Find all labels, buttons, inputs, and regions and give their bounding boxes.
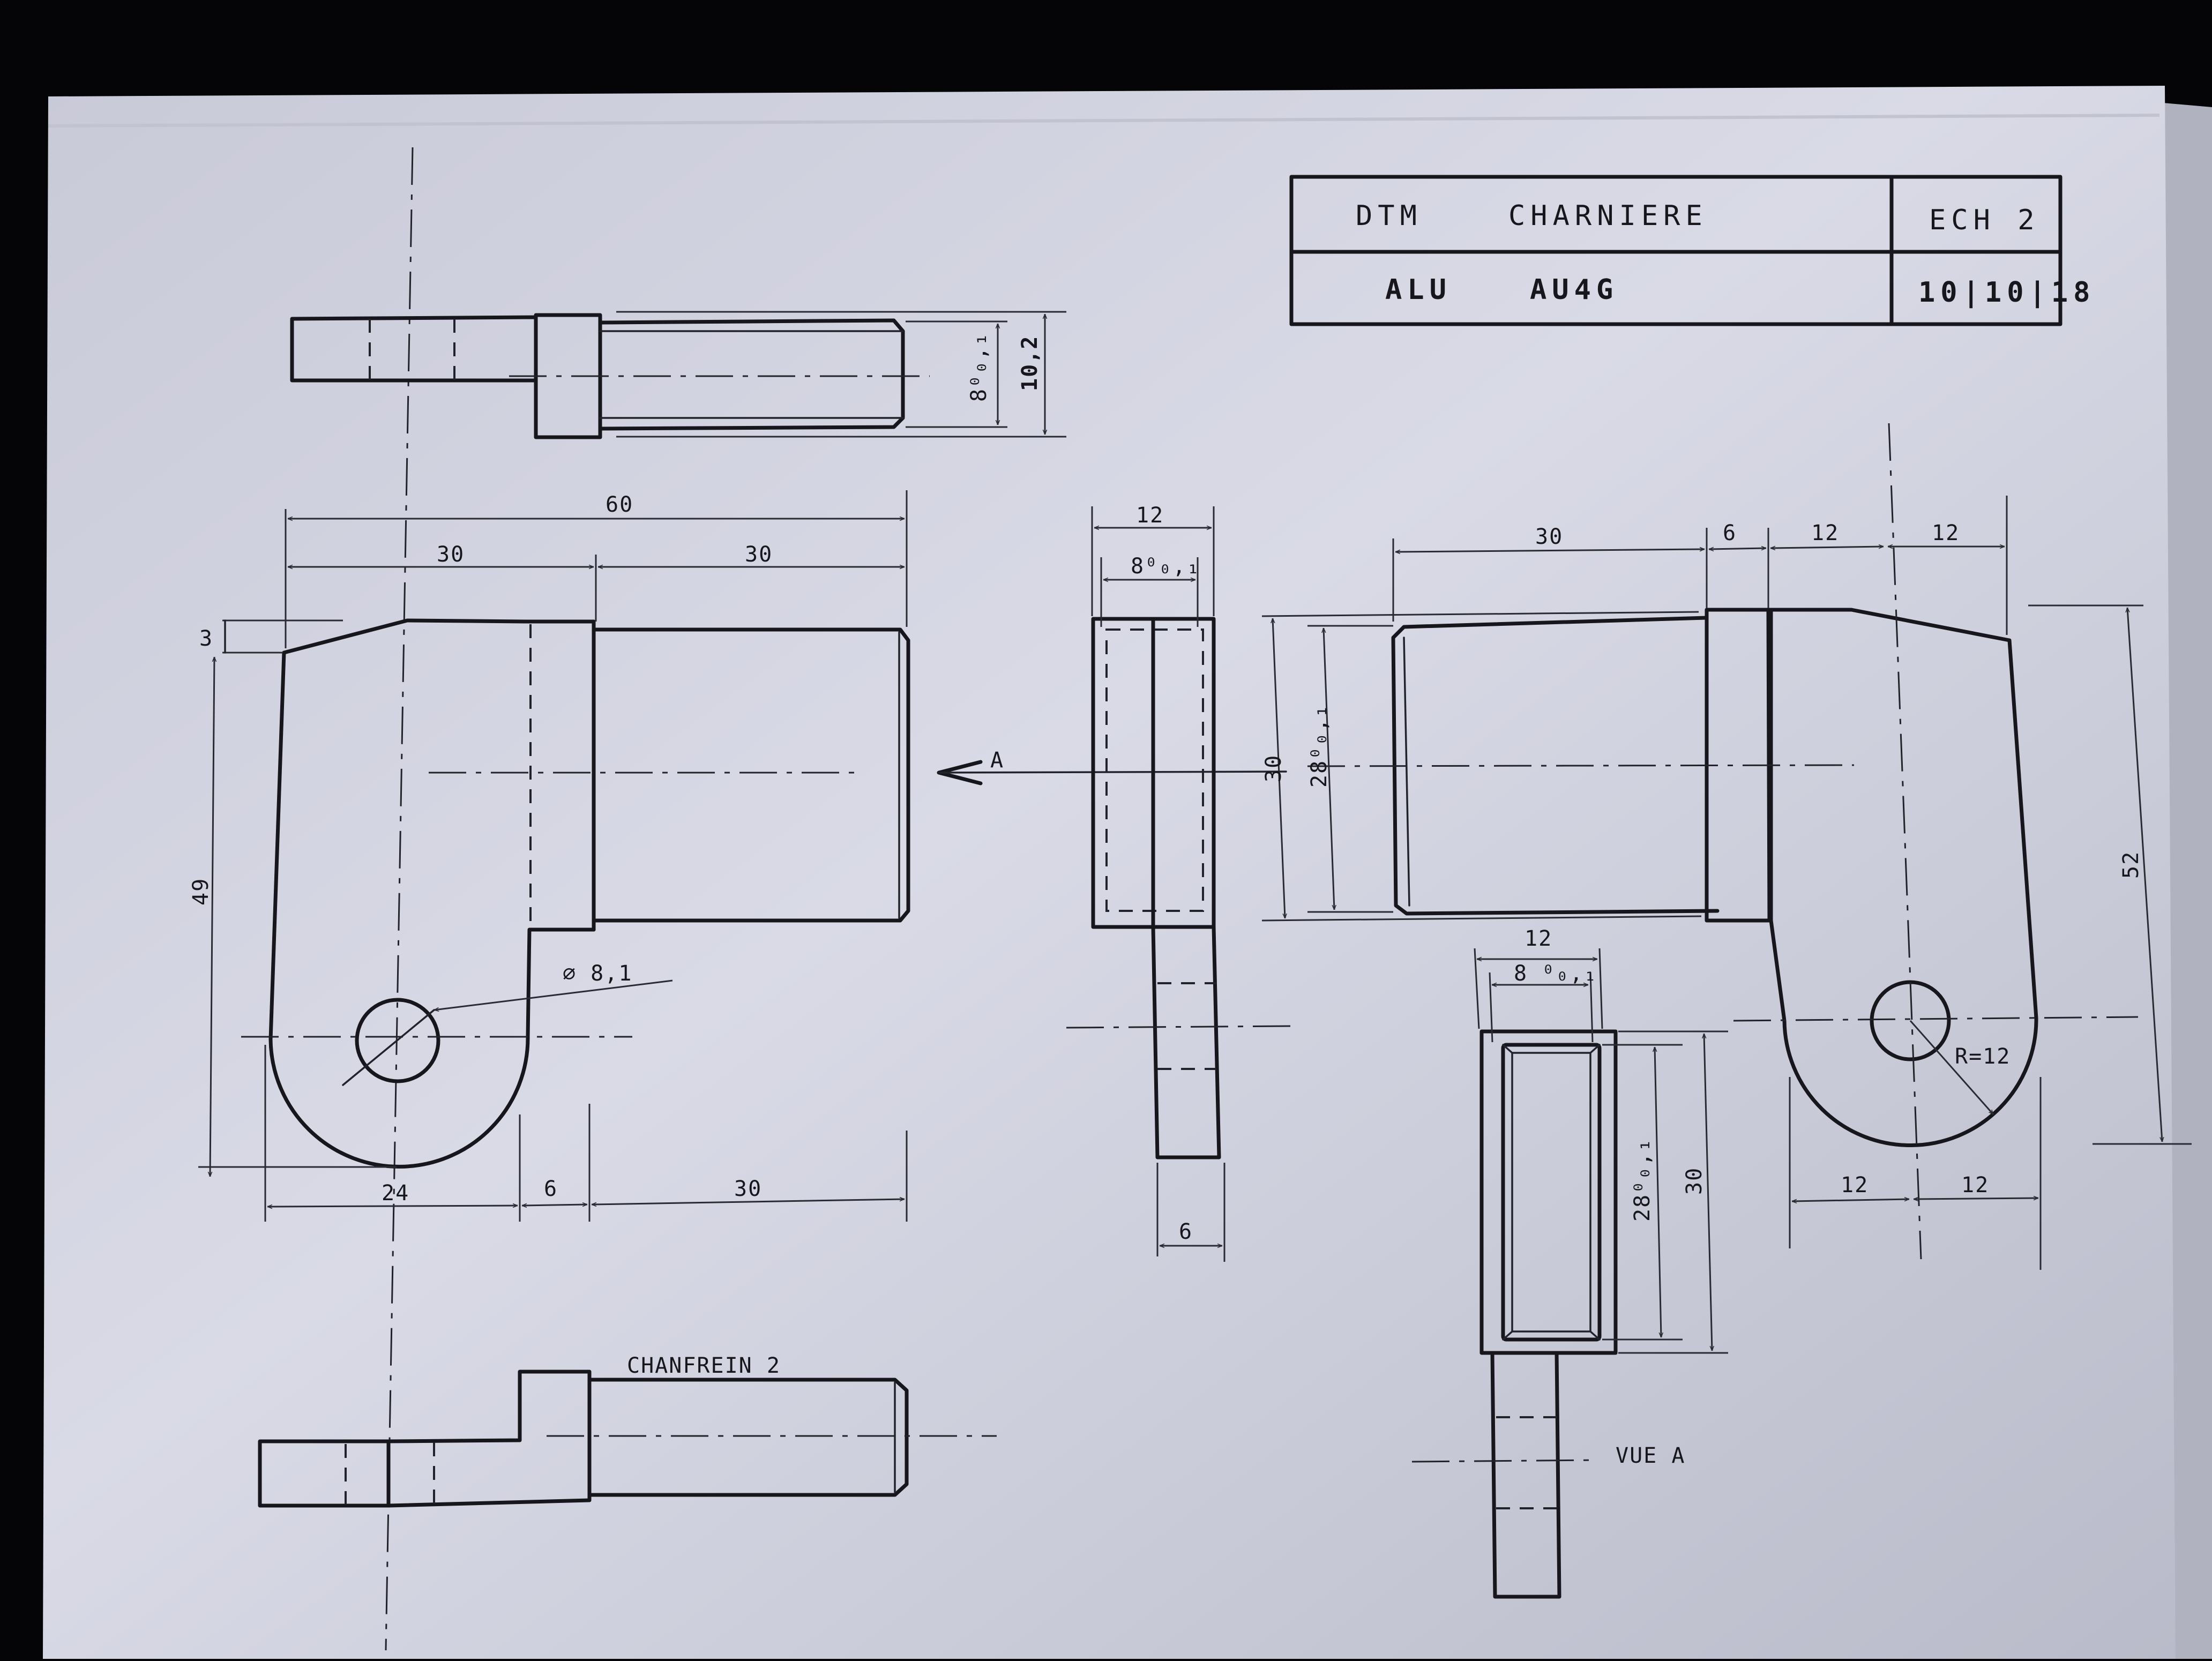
dim-right-12-top-a: 12 [1811, 521, 1839, 545]
dim-front-30-right: 30 [745, 542, 773, 567]
dim-vue-a-28: 28⁰₀,₁ [1630, 1138, 1655, 1222]
dim-right-radius: R=12 [1955, 1044, 2011, 1069]
bottom-view: CHANFREIN 2 [258, 1353, 997, 1508]
dim-vue-a-12: 12 [1525, 926, 1552, 951]
dim-right-6-top: 6 [1723, 521, 1737, 545]
title-block-scale: ECH 2 [1929, 204, 2040, 236]
front-view-hole [355, 998, 440, 1083]
view-a: 12 8 ⁰₀,₁ 28⁰₀,₁ 30 VUE A [1411, 926, 1728, 1599]
paper-sheet [43, 86, 2176, 1659]
dim-right-28-height: 28⁰₀,₁ [1307, 704, 1332, 788]
side-view: 12 8⁰₀,₁ 6 [1066, 503, 1292, 1262]
dim-side-8: 8⁰₀,₁ [1131, 554, 1200, 579]
view-a-caption: VUE A [1616, 1443, 1685, 1468]
title-block: DTM CHARNIERE ECH 2 ALU AU4G 10|10|18 [1289, 175, 2095, 326]
title-block-date: 10|10|18 [1918, 276, 2095, 309]
dim-top-view-8: 8⁰₀,₁ [967, 332, 991, 402]
dim-right-30-height: 30 [1261, 754, 1286, 782]
dim-right-30-top: 30 [1535, 525, 1563, 549]
dim-right-12-bottom-a: 12 [1841, 1173, 1869, 1198]
dim-front-30-bottom: 30 [734, 1177, 762, 1201]
title-block-material: AU4G [1530, 274, 1618, 306]
main-vertical-centerline [385, 147, 414, 1651]
front-view: 60 30 30 3 49 ⌀ 8,1 24 6 30 A [189, 490, 1287, 1222]
dim-front-49: 49 [189, 878, 213, 906]
dim-top-view-10-2: 10,2 [1018, 335, 1042, 391]
right-view-hole [1870, 980, 1951, 1061]
right-view: 30 6 12 12 30 28⁰₀,₁ 52 R=12 12 12 [1261, 423, 2192, 1270]
dim-side-12: 12 [1136, 503, 1164, 528]
dim-front-hole: ⌀ 8,1 [563, 961, 632, 986]
paper-edge-shadow [48, 114, 2160, 128]
chamfer-note: CHANFREIN 2 [627, 1353, 781, 1378]
dim-right-12-bottom-b: 12 [1961, 1173, 1989, 1198]
dim-vue-a-8: 8 ⁰₀,₁ [1514, 961, 1598, 986]
dim-right-52: 52 [2119, 851, 2143, 879]
dim-side-6: 6 [1179, 1219, 1193, 1244]
title-block-title: CHARNIERE [1508, 200, 1708, 232]
title-block-material-family: ALU [1385, 274, 1452, 306]
dim-vue-a-30: 30 [1682, 1167, 1707, 1195]
dim-front-24: 24 [382, 1181, 409, 1206]
dim-front-30-left: 30 [437, 542, 465, 567]
title-block-dtm: DTM [1356, 200, 1422, 232]
top-view: 8⁰₀,₁ 10,2 [290, 311, 1066, 439]
view-arrow-a-label: A [990, 748, 1004, 773]
dim-right-12-top-b: 12 [1932, 521, 1960, 545]
dim-front-60: 60 [606, 492, 633, 517]
dim-front-chamfer-3: 3 [199, 626, 213, 651]
dim-front-6: 6 [544, 1177, 558, 1201]
